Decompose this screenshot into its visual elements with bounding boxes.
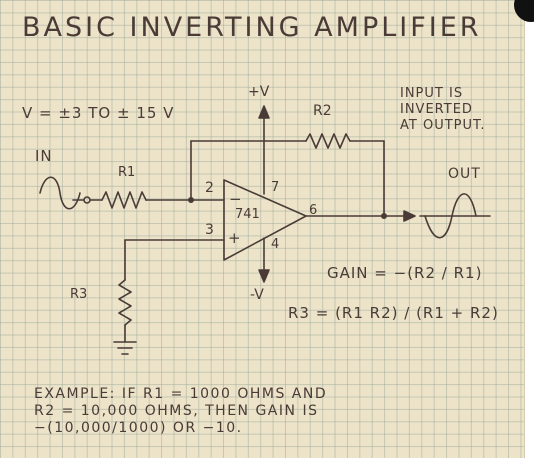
output-sine-wave	[424, 193, 477, 239]
pin-4-label: 4	[271, 237, 280, 252]
negative-supply-label: -V	[250, 287, 264, 303]
circuit-schematic	[39, 105, 491, 355]
note-line: INPUT IS	[400, 86, 464, 101]
input-label: IN	[35, 147, 53, 165]
pin-2-label: 2	[205, 180, 214, 196]
opamp-part-number: 741	[235, 207, 260, 222]
resistor-r1	[101, 191, 147, 209]
input-terminal	[83, 196, 91, 204]
r3-equation: R3 = (R1 R2) / (R1 + R2)	[288, 304, 499, 322]
gain-equation: GAIN = −(R2 / R1)	[327, 264, 483, 282]
note-line: AT OUTPUT.	[400, 117, 486, 133]
vplus-arrowhead	[258, 105, 270, 119]
pin-7-label: 7	[271, 180, 280, 195]
example-line: −(10,000/1000) OR −10.	[34, 419, 243, 436]
resistor-r2	[305, 133, 351, 149]
input-sine-wave	[39, 176, 81, 210]
op-amp-triangle	[223, 179, 307, 261]
inverting-sign: −	[229, 190, 242, 208]
r2-label: R2	[313, 103, 332, 119]
vminus-arrowhead	[258, 269, 270, 283]
pin-6-label: 6	[309, 203, 318, 218]
example-line: R2 = 10,000 OHMS, THEN GAIN IS	[34, 402, 319, 419]
output-label: OUT	[448, 166, 481, 182]
example-text: EXAMPLE: IF R1 = 1000 OHMS AND R2 = 10,0…	[34, 386, 327, 436]
resistor-r3	[118, 279, 132, 326]
output-arrowhead	[403, 210, 416, 222]
positive-supply-label: +V	[248, 84, 270, 100]
r1-label: R1	[118, 165, 136, 180]
example-line: EXAMPLE: IF R1 = 1000 OHMS AND	[34, 386, 328, 402]
note-line: INVERTED	[400, 101, 473, 117]
r3-label: R3	[70, 287, 88, 302]
supply-voltage-range: V = ±3 TO ± 15 V	[22, 104, 175, 122]
noninverting-sign: +	[228, 229, 241, 247]
diagram-title: BASIC INVERTING AMPLIFIER	[22, 12, 482, 43]
inversion-note: INPUT IS INVERTED AT OUTPUT.	[400, 86, 486, 134]
pin-3-label: 3	[205, 222, 214, 238]
corner-dot	[514, 0, 534, 22]
